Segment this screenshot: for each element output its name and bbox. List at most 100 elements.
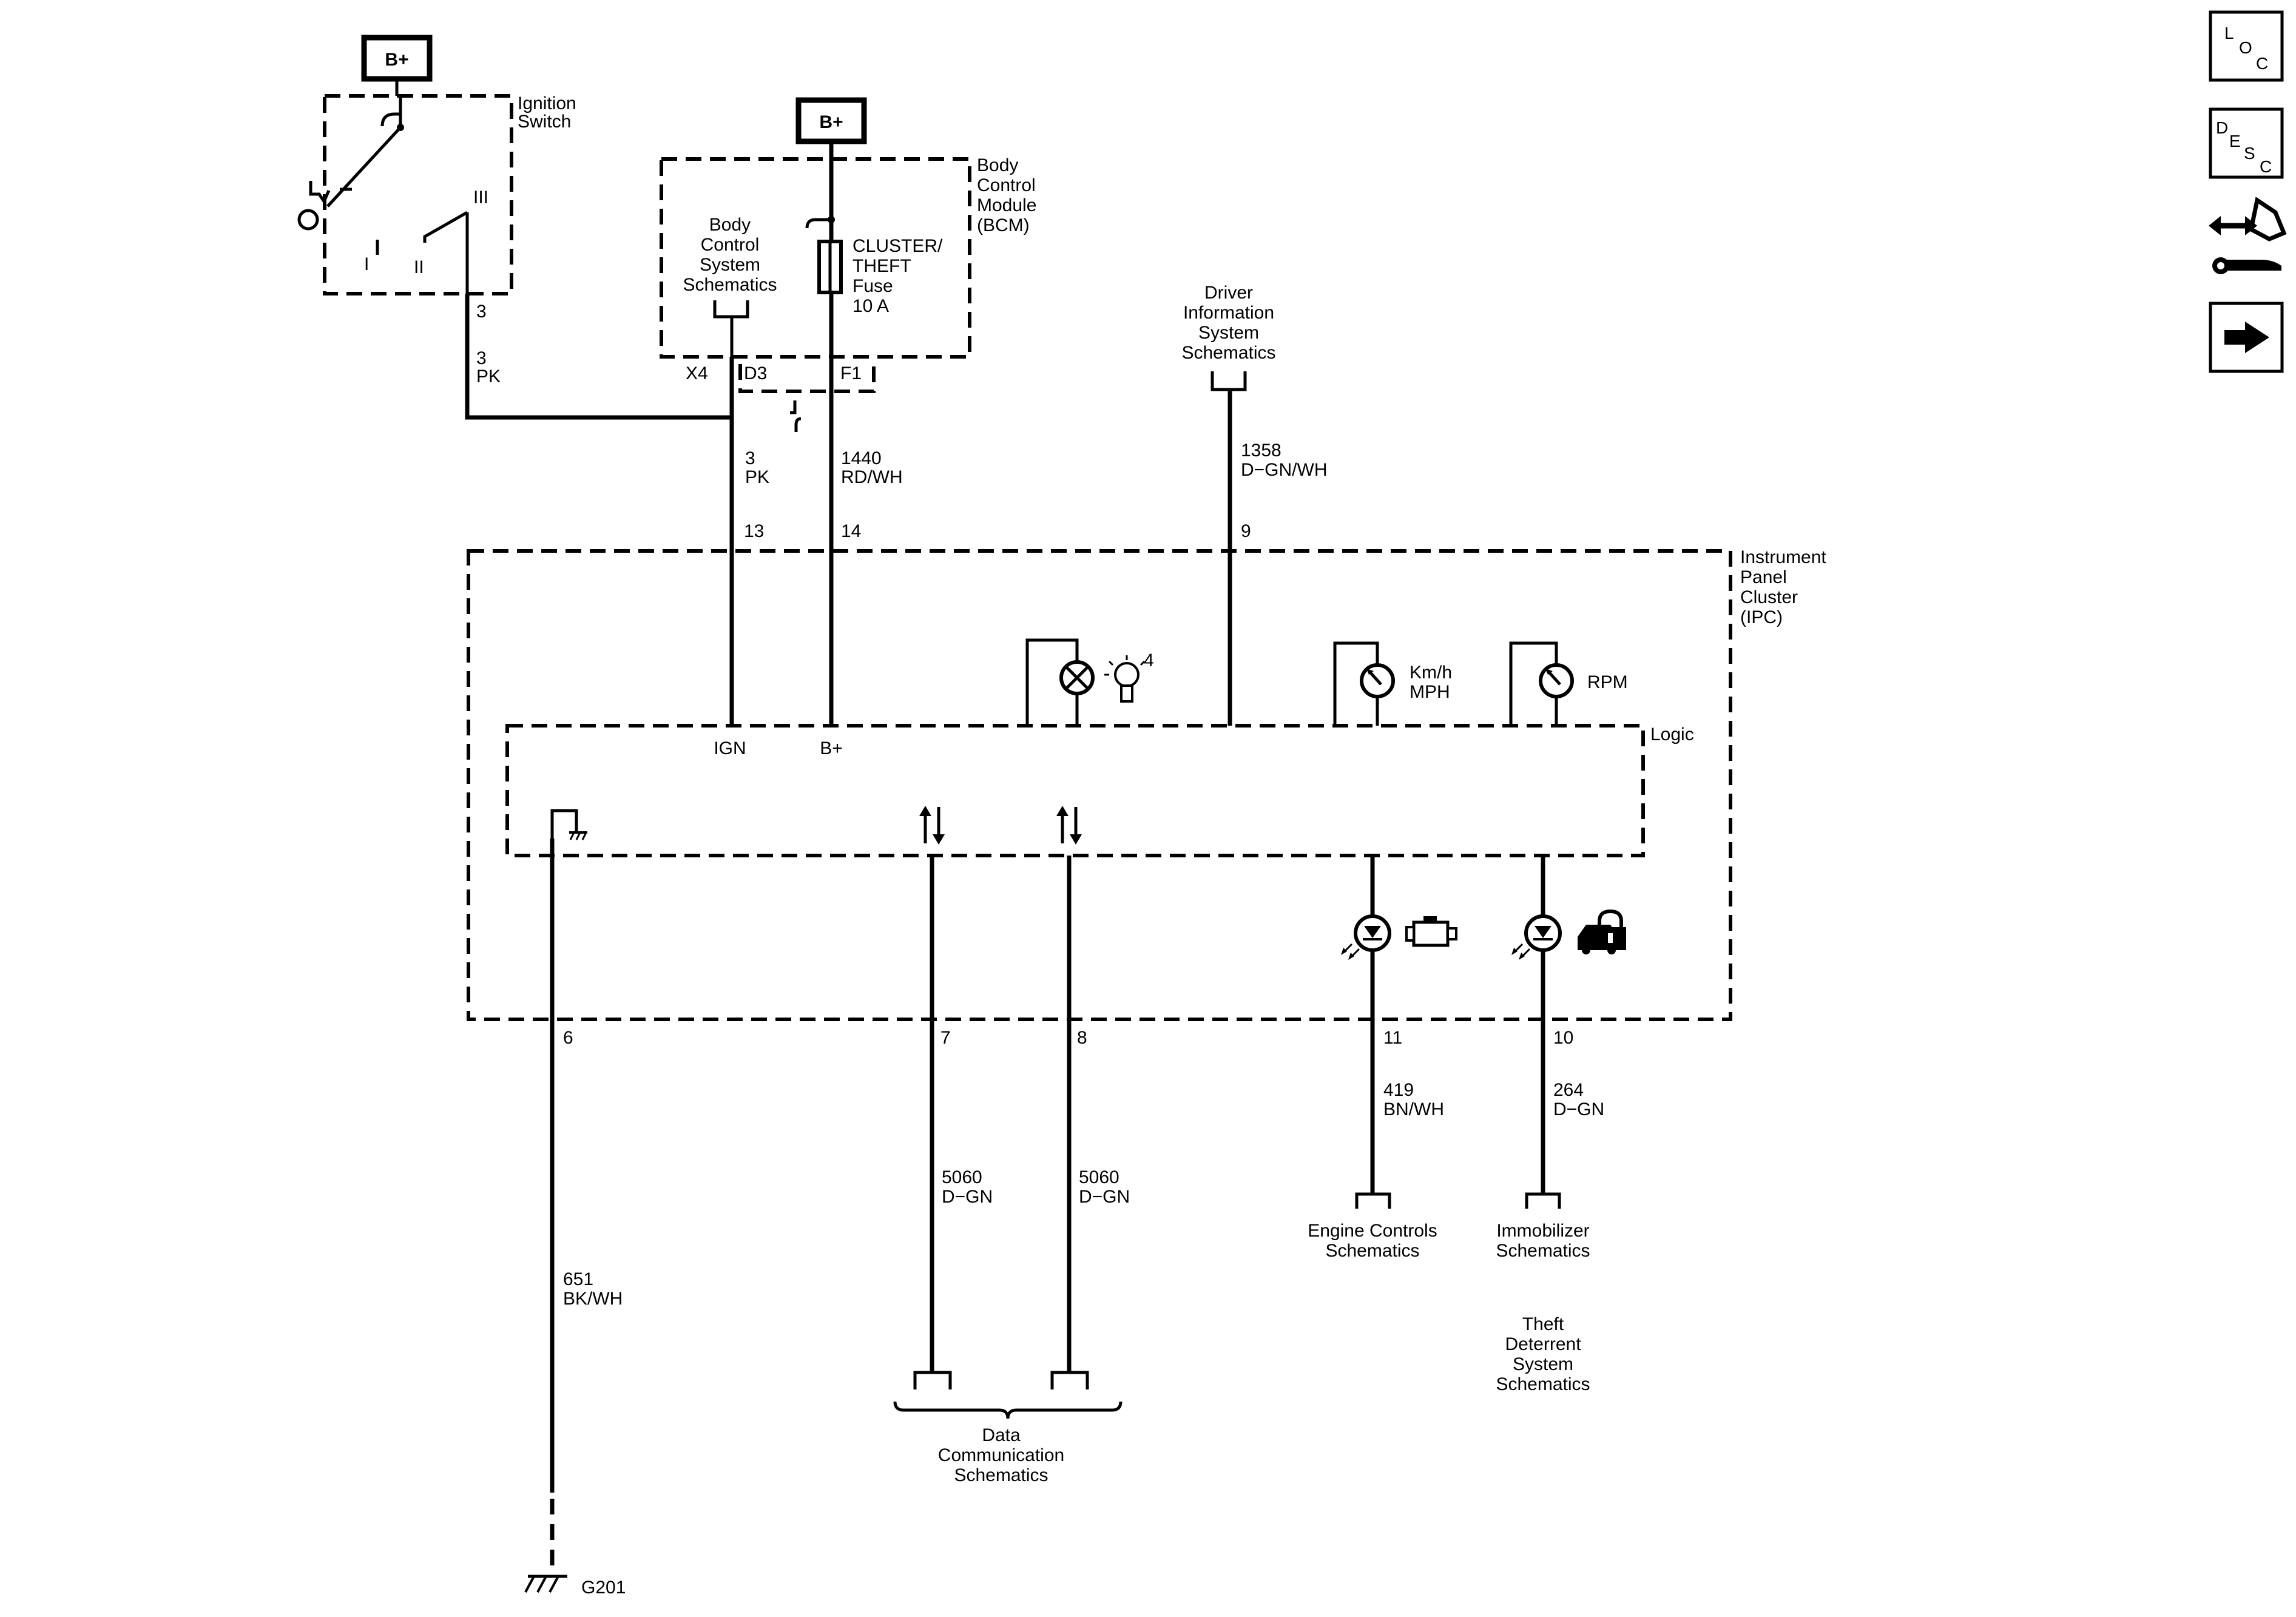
- dis-wire-number: 1358: [1241, 441, 1281, 461]
- ignition-position-2: II: [414, 257, 424, 277]
- ign-wire-color: PK: [745, 467, 769, 487]
- bcm-schematics-line4: Schematics: [683, 275, 777, 295]
- bcm-pin-x4: X4: [686, 363, 708, 383]
- ignition-position-3: III: [473, 187, 488, 208]
- bcm-schematics-line3: System: [700, 255, 760, 275]
- power-bplus-label-ignition: B+: [385, 50, 408, 70]
- nav-loc-letter-2: O: [2239, 38, 2252, 57]
- power-bplus-box-bcm: [795, 97, 867, 144]
- nav-loc-button[interactable]: L O C: [2209, 10, 2284, 82]
- bcm-schematics-line1: Body: [709, 215, 751, 235]
- ignition-wire-color: PK: [476, 366, 501, 387]
- bcm-title-line4: (BCM): [977, 215, 1030, 235]
- ipc-pin-7: 7: [940, 1028, 951, 1048]
- ignition-switch-contact: [297, 209, 319, 231]
- bcm-schematics-line2: Control: [701, 235, 760, 255]
- ignition-pin-3: 3: [476, 302, 487, 322]
- battery-wire-color: RD/WH: [841, 467, 903, 487]
- bcm-pin-f1: F1: [840, 363, 862, 383]
- ipc-title-line4: (IPC): [1740, 607, 1783, 627]
- immobilizer-wire-color: D−GN: [1553, 1099, 1604, 1119]
- next-page-button[interactable]: [2209, 302, 2284, 373]
- bcm-pin-d3: D3: [744, 363, 767, 383]
- bcm-schematics-connector: [713, 300, 749, 319]
- bcm-title-line3: Module: [977, 195, 1036, 215]
- ignition-switch-title-line2: Switch: [518, 112, 571, 132]
- ground-wire-color: BK/WH: [563, 1289, 623, 1309]
- ignition-switch: B+ Ignition Switch I II III 3 3 PK: [297, 35, 576, 387]
- dis-schematics-line1: Driver: [1204, 283, 1253, 303]
- immobilizer-wire-number: 264: [1553, 1080, 1584, 1100]
- ipc-pin-6: 6: [563, 1028, 573, 1048]
- theft-deterrent-line2: Deterrent: [1505, 1334, 1581, 1354]
- fuse-label-line2: THEFT: [853, 256, 911, 276]
- ipc-logic-label: Logic: [1650, 724, 1694, 744]
- nav-desc-letter-4: C: [2260, 157, 2272, 176]
- power-bplus-label-bcm: B+: [819, 112, 843, 132]
- ground-label: G201: [581, 1578, 626, 1598]
- data-arrows-icon-2: [1056, 806, 1082, 845]
- nav-desc-button[interactable]: D E S C: [2209, 107, 2284, 179]
- data-wire-2-number: 5060: [1079, 1167, 1119, 1187]
- data-comm-line1: Data: [982, 1425, 1021, 1445]
- fuse-label-line1: CLUSTER/: [853, 236, 943, 256]
- ipc-logic-box: [505, 724, 1645, 857]
- theft-deterrent-line1: Theft: [1522, 1314, 1564, 1334]
- led-light-rays-icon-engine: [1341, 943, 1360, 960]
- speedometer-label-line1: Km/h: [1410, 663, 1452, 683]
- ipc-bplus-label: B+: [820, 738, 843, 758]
- ignition-wire: [465, 294, 732, 420]
- ipc-box: [467, 549, 1732, 1021]
- data-wire-1-number: 5060: [942, 1167, 982, 1187]
- engine-wire-color: BN/WH: [1383, 1099, 1444, 1119]
- data-connector-1: [913, 1371, 952, 1389]
- dis-schematics-line4: Schematics: [1181, 343, 1275, 363]
- engine-controls-line2: Schematics: [1325, 1241, 1419, 1261]
- body-control-module: B+ Body Control Module (BCM) Body Contro…: [660, 97, 1036, 432]
- ipc-pin-9: 9: [1241, 521, 1251, 541]
- data-comm-line2: Communication: [938, 1445, 1064, 1465]
- immobilizer-line1: Immobilizer: [1496, 1221, 1589, 1241]
- diagnostic-connector-icon[interactable]: [2209, 197, 2287, 274]
- nav-desc-letter-2: E: [2229, 132, 2241, 150]
- lightbulb-icon: [1104, 655, 1146, 703]
- engine-wire-number: 419: [1383, 1080, 1414, 1100]
- led-light-rays-icon-immobilizer: [1511, 943, 1531, 960]
- nav-loc-letter-1: L: [2224, 24, 2234, 42]
- nav-loc-letter-3: C: [2256, 54, 2268, 73]
- engine-controls-connector: [1355, 1192, 1391, 1209]
- data-comm-line3: Schematics: [954, 1465, 1048, 1485]
- theft-deterrent-line4: Schematics: [1496, 1374, 1590, 1394]
- ign-wire-number: 3: [745, 448, 755, 468]
- fuse-label-line4: 10 A: [853, 296, 889, 316]
- chassis-ground-icon: [524, 1575, 567, 1593]
- ignition-wire-number: 3: [476, 348, 487, 368]
- ipc-ground-symbol: [550, 809, 578, 839]
- arrow-right-icon: [2224, 322, 2269, 353]
- dis-schematics-line3: System: [1198, 323, 1259, 343]
- nav-desc-letter-1: D: [2216, 118, 2228, 137]
- immobilizer-connector: [1525, 1192, 1561, 1209]
- bcm-connector-outline: [738, 364, 876, 393]
- fuse-label-line3: Fuse: [853, 276, 893, 296]
- dis-connector: [1210, 371, 1247, 391]
- data-connector-2: [1050, 1371, 1089, 1389]
- dis-schematics-line2: Information: [1183, 303, 1274, 323]
- data-arrows-icon-1: [919, 806, 945, 845]
- ground-wire-number: 651: [563, 1269, 593, 1289]
- engine-controls-line1: Engine Controls: [1308, 1221, 1437, 1241]
- ipc-title-line3: Cluster: [1740, 587, 1798, 607]
- check-engine-icon: [1405, 916, 1457, 947]
- tachometer-label: RPM: [1587, 672, 1628, 692]
- ipc-title-line1: Instrument: [1740, 547, 1826, 567]
- data-wire-2-color: D−GN: [1079, 1187, 1130, 1207]
- ignition-switch-box: [323, 94, 513, 295]
- driver-information-system: Driver Information System Schematics 135…: [1181, 283, 1328, 726]
- immobilizer-line2: Schematics: [1496, 1241, 1590, 1261]
- ipc-title-line2: Panel: [1740, 567, 1787, 587]
- bcm-title-line1: Body: [977, 155, 1018, 175]
- theft-deterrent-line3: System: [1513, 1354, 1573, 1374]
- ipc-pin-11: 11: [1383, 1028, 1402, 1048]
- bcm-title-line2: Control: [977, 175, 1036, 195]
